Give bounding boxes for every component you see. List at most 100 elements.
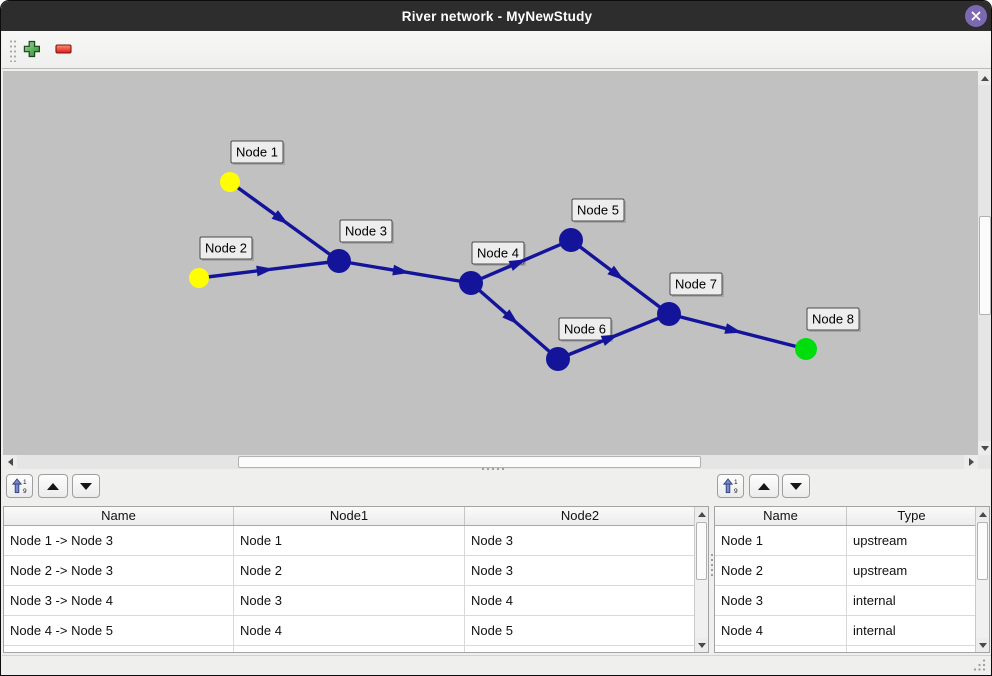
triangle-up-icon xyxy=(47,482,59,490)
minus-icon xyxy=(55,44,72,54)
canvas-vertical-scrollbar[interactable] xyxy=(978,71,991,455)
table-cell[interactable]: Node 4 xyxy=(715,616,847,646)
links-table-scrollbar[interactable] xyxy=(694,507,708,652)
links-move-down-button[interactable] xyxy=(72,474,100,498)
table-cell[interactable]: Node 3 xyxy=(465,526,696,556)
node-label: Node 2 xyxy=(199,236,254,261)
scroll-up-button[interactable] xyxy=(976,507,989,521)
nodes-move-down-button[interactable] xyxy=(782,474,810,498)
svg-text:Node 4: Node 4 xyxy=(477,246,519,261)
table-cell[interactable] xyxy=(234,646,465,652)
node-label: Node 5 xyxy=(571,198,626,223)
network-node[interactable] xyxy=(189,268,209,288)
links-move-up-button[interactable] xyxy=(38,474,68,498)
table-row[interactable] xyxy=(4,646,708,652)
table-cell[interactable]: Node 4 xyxy=(234,616,465,646)
table-cell[interactable]: Node 1 -> Node 3 xyxy=(4,526,234,556)
table-cell[interactable]: Node 2 -> Node 3 xyxy=(4,556,234,586)
scroll-down-button[interactable] xyxy=(976,638,989,652)
table-scroll-thumb[interactable] xyxy=(696,522,707,580)
table-cell[interactable] xyxy=(4,646,234,652)
network-node[interactable] xyxy=(220,172,240,192)
add-button[interactable] xyxy=(23,40,41,58)
vertical-splitter-handle[interactable] xyxy=(709,554,715,576)
column-header[interactable]: Name xyxy=(4,507,234,525)
column-header[interactable]: Node1 xyxy=(234,507,465,525)
table-cell[interactable]: Node 2 xyxy=(715,556,847,586)
scroll-up-button[interactable] xyxy=(978,71,991,85)
scroll-down-button[interactable] xyxy=(695,638,708,652)
status-bar xyxy=(2,655,991,675)
links-sort-button[interactable]: 1 9 xyxy=(6,474,33,498)
arrow-up-icon xyxy=(981,75,989,81)
network-node[interactable] xyxy=(327,249,351,273)
nodes-table-scrollbar[interactable] xyxy=(975,507,989,652)
scroll-right-button[interactable] xyxy=(964,455,978,469)
table-cell[interactable]: Node 1 xyxy=(715,526,847,556)
table-cell[interactable]: Node 4 -> Node 5 xyxy=(4,616,234,646)
network-node[interactable] xyxy=(795,338,817,360)
network-node[interactable] xyxy=(559,228,583,252)
table-cell[interactable]: Node 1 xyxy=(234,526,465,556)
table-cell[interactable]: Node 2 xyxy=(234,556,465,586)
column-header[interactable]: Node2 xyxy=(465,507,696,525)
titlebar[interactable]: River network - MyNewStudy xyxy=(1,1,991,31)
canvas-horizontal-scrollbar[interactable] xyxy=(3,455,978,469)
triangle-down-icon xyxy=(790,482,802,490)
svg-text:Node 1: Node 1 xyxy=(236,145,278,160)
table-cell[interactable]: Node 3 -> Node 4 xyxy=(4,586,234,616)
nodes-move-up-button[interactable] xyxy=(749,474,779,498)
close-icon xyxy=(971,11,981,21)
table-cell[interactable]: upstream xyxy=(847,526,977,556)
table-cell[interactable]: internal xyxy=(847,616,977,646)
horizontal-scroll-thumb[interactable] xyxy=(238,456,701,468)
nodes-sort-button[interactable]: 1 9 xyxy=(717,474,744,498)
arrow-down-icon xyxy=(697,642,706,648)
table-scroll-thumb[interactable] xyxy=(977,522,988,580)
network-node[interactable] xyxy=(546,347,570,371)
table-cell[interactable] xyxy=(465,646,696,652)
column-header[interactable]: Type xyxy=(847,507,977,525)
network-node[interactable] xyxy=(459,271,483,295)
scroll-down-button[interactable] xyxy=(978,441,991,455)
network-node[interactable] xyxy=(657,302,681,326)
resize-grip-icon[interactable] xyxy=(972,658,987,673)
svg-text:1: 1 xyxy=(23,479,27,486)
scroll-left-button[interactable] xyxy=(3,455,17,469)
table-cell[interactable]: Node 4 xyxy=(465,586,696,616)
close-button[interactable] xyxy=(965,5,987,27)
table-cell[interactable]: Node 3 xyxy=(715,586,847,616)
table-cell[interactable]: upstream xyxy=(847,556,977,586)
scroll-up-button[interactable] xyxy=(695,507,708,521)
table-cell[interactable]: Node 5 xyxy=(465,616,696,646)
arrow-right-icon xyxy=(968,458,974,466)
table-row[interactable] xyxy=(715,646,989,652)
table-cell[interactable]: Node 3 xyxy=(234,586,465,616)
table-cell[interactable]: Node 3 xyxy=(465,556,696,586)
svg-text:Node 2: Node 2 xyxy=(205,241,247,256)
table-cell[interactable] xyxy=(847,646,977,652)
table-cell[interactable] xyxy=(715,646,847,652)
horizontal-splitter-handle[interactable] xyxy=(480,466,506,472)
arrow-down-icon xyxy=(981,445,989,451)
toolbar-grip-handle[interactable] xyxy=(9,39,17,62)
remove-button[interactable] xyxy=(55,42,73,60)
column-header[interactable]: Name xyxy=(715,507,847,525)
table-cell[interactable]: internal xyxy=(847,586,977,616)
node-label: Node 3 xyxy=(339,219,394,244)
svg-text:Node 6: Node 6 xyxy=(564,322,606,337)
vertical-scroll-thumb[interactable] xyxy=(979,216,991,315)
